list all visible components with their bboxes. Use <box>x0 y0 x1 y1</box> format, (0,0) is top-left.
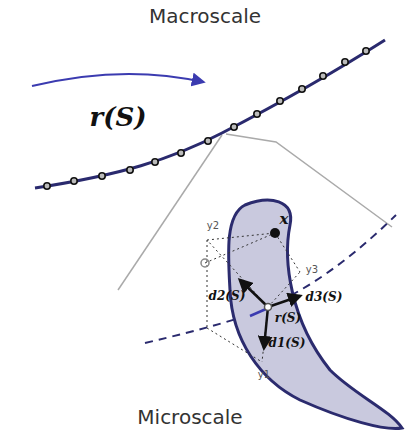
axis-label: y2 <box>207 221 219 231</box>
scale-title: Microscale <box>137 407 242 427</box>
director-1 <box>264 307 268 348</box>
node-dot <box>178 150 184 156</box>
axis-label: y1 <box>258 370 270 380</box>
node-dot <box>127 167 133 173</box>
axis-label: y3 <box>306 265 318 275</box>
node-dot <box>363 48 369 54</box>
node-dot <box>152 159 158 165</box>
material-point <box>270 228 280 238</box>
direction-arrow <box>32 74 203 86</box>
projection-point <box>201 259 209 267</box>
point-label: x <box>280 212 289 227</box>
node-dot <box>44 183 50 189</box>
director-label: d2(S) <box>209 290 246 302</box>
node-dot <box>71 178 77 184</box>
director-3 <box>268 296 300 307</box>
node-dot <box>342 59 348 65</box>
node-dot <box>205 138 211 144</box>
discretization-nodes <box>44 48 369 189</box>
position-label: r(S) <box>89 104 146 130</box>
centerline-curve <box>35 40 385 188</box>
director-label: d1(S) <box>269 337 306 349</box>
tangent <box>250 309 266 316</box>
position-label: r(S) <box>275 312 301 324</box>
scale-title: Macroscale <box>149 6 261 26</box>
node-dot <box>299 86 305 92</box>
node-dot <box>277 98 283 104</box>
director-label: d3(S) <box>306 291 343 303</box>
node-dot <box>254 111 260 117</box>
node-dot <box>99 173 105 179</box>
origin-point <box>265 304 272 311</box>
node-dot <box>231 124 237 130</box>
cross-section <box>229 200 402 428</box>
node-dot <box>320 73 326 79</box>
